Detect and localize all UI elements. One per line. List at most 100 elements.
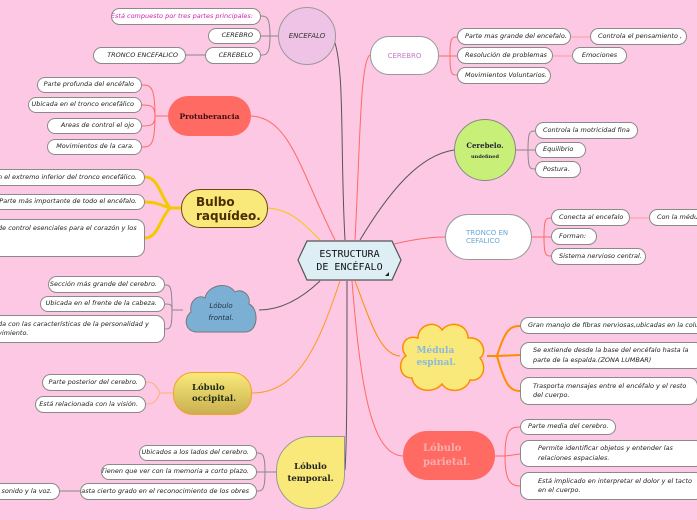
cloud-shape — [399, 323, 485, 392]
temporal-leaf[interactable]: Hasta cierto grado en el reconocimiento … — [80, 483, 257, 500]
leaf-text: Ubicada en el tronco encefálico — [31, 100, 134, 109]
protuberancia-node[interactable]: Protuberancia — [168, 96, 251, 136]
tronco-subleaf[interactable]: Con la médu — [649, 209, 697, 226]
leaf-text: Emociones — [581, 50, 618, 59]
temporal-leaf[interactable]: Ubicados a los lados del cerebro. — [139, 445, 257, 461]
temporal-node[interactable]: Lóbulo temporal. — [276, 436, 345, 509]
protuberancia-leaf[interactable]: Areas de control el ojo — [47, 118, 142, 134]
leaf-text: Conecta al encefalo — [559, 212, 624, 221]
bulbo-leaf[interactable]: Parte más importante de todo el encéfalo… — [0, 194, 145, 210]
parietal-label: Lóbulo parietal. — [423, 442, 471, 468]
bulbo-leaf[interactable]: a en el extremo inferior del tronco ence… — [0, 169, 145, 186]
bulbo-node[interactable]: Bulbo raquídeo. — [181, 189, 268, 228]
central-topic[interactable]: ESTRUCTURA DE ENCÉFALO — [297, 240, 402, 281]
cloud-shape — [185, 284, 257, 333]
encefalo-node[interactable]: ENCEFALO — [278, 7, 336, 65]
medula-leaf[interactable]: Gran manojo de fibras nerviosas,ubicadas… — [520, 317, 697, 334]
temporal-label: Lóbulo temporal. — [287, 461, 334, 484]
leaf-text: Controla la motricidad fina — [543, 125, 630, 134]
leaf-text: da con las características de la persona… — [0, 319, 149, 337]
medula-leaf[interactable]: Se extiende desde la base del encéfalo h… — [520, 342, 697, 369]
leaf-text: Postura. — [543, 164, 570, 173]
cerebelo-leaf[interactable]: Controla la motricidad fina — [535, 122, 638, 139]
leaf-text: Sistema nervioso central. — [559, 251, 642, 260]
frontal-leaf[interactable]: Ubicada en el frente de la cabeza. — [40, 296, 165, 312]
leaf-text: Ubicados a los lados del cerebro. — [141, 448, 249, 457]
cerebelo-leaf[interactable]: Postura. — [535, 161, 581, 178]
protuberancia-label: Protuberancia — [179, 111, 240, 121]
parietal-leaf[interactable]: Parte media del cerebro. — [520, 419, 616, 435]
encefalo-leaf[interactable]: Está compuesto por tres partes principal… — [111, 8, 261, 25]
parietal-leaf[interactable]: Está implicado en interpretar el dolor y… — [520, 472, 697, 500]
leaf-text: CEREBELO — [218, 50, 253, 59]
cerebro-leaf[interactable]: Movimientos Voluntarios. — [457, 67, 551, 84]
leaf-text: de control esenciales para el corazón y … — [0, 224, 137, 232]
bulbo-label: Bulbo raquídeo. — [196, 194, 261, 223]
temporal-leaf[interactable]: Tienen que ver con la memoria a corto pl… — [101, 464, 257, 480]
medula-node[interactable]: Médula espinal. — [398, 320, 487, 393]
frontal-leaf[interactable]: Sección más grande del cerebro. — [48, 276, 165, 293]
leaf-text: Areas de control el ojo — [60, 121, 134, 130]
cerebro-label: CEREBRO — [387, 51, 422, 60]
occipital-label: Lóbulo occipital. — [192, 382, 237, 404]
leaf-text: Resolución de problemas — [465, 50, 547, 59]
tronco-node[interactable]: TRONCO ENCEFALICO — [445, 214, 532, 260]
protuberancia-leaf[interactable]: Ubicada en el tronco encefálico — [28, 97, 142, 113]
occipital-leaf[interactable]: Está relacionada con la visión. — [35, 396, 146, 413]
cerebro-subleaf[interactable]: Emociones — [572, 47, 627, 64]
leaf-text: Movimientos Voluntarios. — [465, 70, 547, 79]
parietal-leaf[interactable]: Permite identificar objetos y entender l… — [520, 440, 697, 467]
encefalo-leaf[interactable]: CEREBELO — [205, 47, 261, 64]
leaf-text: TRONCO ENCEFALICO — [107, 50, 178, 59]
encefalo-subleaf[interactable]: TRONCO ENCEFALICO — [93, 47, 186, 64]
leaf-text: Está implicado en interpretar el dolor y… — [538, 476, 693, 494]
parietal-node[interactable]: Lóbulo parietal. — [403, 431, 495, 480]
medula-label: Médula espinal. — [416, 345, 456, 368]
tronco-label: TRONCO ENCEFALICO — [466, 229, 509, 245]
medula-leaf[interactable]: Trasporta mensajes entre el encéfalo y e… — [520, 377, 697, 405]
leaf-text: Hasta cierto grado en el reconocimiento … — [80, 486, 249, 495]
tronco-leaf[interactable]: Conecta al encefalo — [551, 209, 630, 226]
leaf-text: Parte profunda del encéfalo — [43, 80, 134, 89]
protuberancia-leaf[interactable]: Parte profunda del encéfalo — [37, 77, 142, 93]
leaf-text: Se extiende desde la base del encéfalo h… — [533, 346, 689, 364]
temporal-subleaf[interactable]: l sonido y la voz. — [0, 483, 60, 500]
leaf-text: Tienen que ver con la memoria a corto pl… — [101, 467, 249, 476]
tronco-leaf[interactable]: Forman: — [551, 228, 597, 245]
leaf-text: Parte media del cerebro. — [528, 422, 609, 431]
cerebelo-label: Cerebelo. — [466, 140, 504, 150]
leaf-text: Parte mas grande del encefalo. — [465, 31, 567, 40]
encefalo-leaf[interactable]: CEREBRO — [208, 28, 261, 44]
leaf-text: Controla el pensamiento , — [598, 31, 683, 40]
bulbo-leaf[interactable]: de control esenciales para el corazón y … — [0, 219, 145, 257]
frontal-leaf[interactable]: da con las características de la persona… — [0, 315, 165, 343]
leaf-text: a en el extremo inferior del tronco ence… — [0, 172, 137, 181]
frontal-node[interactable]: Lóbulo frontal. — [183, 282, 259, 333]
hexagon-shape — [297, 240, 402, 281]
tronco-leaf[interactable]: Sistema nervioso central. — [551, 248, 646, 265]
leaf-text: Forman: — [559, 231, 587, 240]
leaf-text: Equilibrio — [543, 145, 574, 154]
leaf-text: Trasporta mensajes entre el encéfalo y e… — [533, 381, 687, 399]
occipital-leaf[interactable]: Parte posterior del cerebro. — [42, 374, 146, 391]
leaf-text: l sonido y la voz. — [0, 486, 52, 495]
leaf-text: Gran manojo de fibras nerviosas,ubicadas… — [528, 320, 697, 329]
cerebelo-leaf[interactable]: Equilibrio — [535, 142, 586, 158]
cerebelo-sublabel: undefined — [471, 153, 499, 160]
leaf-text: Ubicada en el frente de la cabeza. — [45, 299, 157, 308]
central-topic-title: ESTRUCTURA DE ENCÉFALO — [316, 248, 383, 273]
encefalo-label: ENCEFALO — [288, 32, 326, 40]
cerebelo-node[interactable]: Cerebelo. undefined — [454, 119, 516, 181]
cerebro-leaf[interactable]: Parte mas grande del encefalo. — [457, 28, 571, 45]
cerebro-node[interactable]: CEREBRO — [370, 36, 439, 75]
occipital-node[interactable]: Lóbulo occipital. — [173, 372, 252, 415]
leaf-text: CEREBRO — [221, 31, 253, 40]
protuberancia-leaf[interactable]: Movimientos de la cara. — [47, 139, 142, 155]
leaf-text: Sección más grande del cerebro. — [49, 279, 157, 288]
cerebro-subleaf[interactable]: Controla el pensamiento , — [590, 28, 687, 45]
cerebro-leaf[interactable]: Resolución de problemas — [457, 47, 553, 64]
leaf-text: Está relacionada con la visión. — [39, 399, 138, 408]
leaf-text: Permite identificar objetos y entender l… — [538, 444, 673, 462]
leaf-text: Está compuesto por tres partes principal… — [111, 11, 253, 20]
